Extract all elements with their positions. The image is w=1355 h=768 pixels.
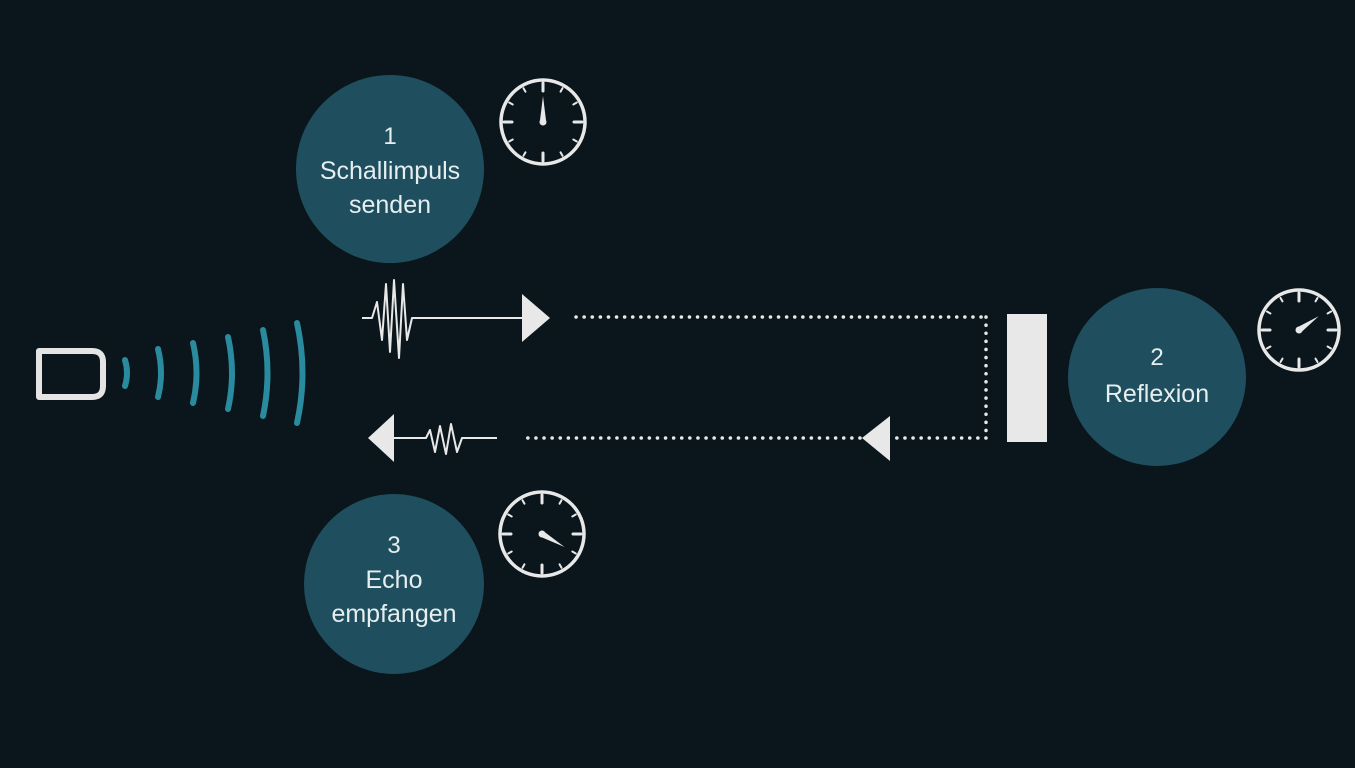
step-2-node: 2 Reflexion xyxy=(1068,288,1246,466)
stopwatch-icon xyxy=(1257,288,1341,372)
step-2-label: Reflexion xyxy=(1105,380,1209,408)
echo-pulse-icon xyxy=(394,423,497,455)
stopwatch-icon xyxy=(498,490,586,578)
reflector-icon xyxy=(1007,314,1047,442)
step-1-node: 1 Schallimpuls senden xyxy=(296,75,484,263)
sensor-icon xyxy=(36,348,106,400)
step-1-label-line-1: Schallimpuls xyxy=(320,157,460,185)
step-3-number: 3 xyxy=(387,532,400,559)
step-3-label-line-1: Echo xyxy=(366,566,423,594)
step-2-number: 2 xyxy=(1150,344,1163,371)
echo-arrowhead xyxy=(368,414,394,462)
return-arrowhead xyxy=(862,416,890,461)
step-3-label-line-2: empfangen xyxy=(331,600,456,628)
step-1-label-line-2: senden xyxy=(349,191,431,219)
stopwatch-icon xyxy=(499,78,587,166)
pulse-icon xyxy=(362,279,522,359)
outgoing-arrowhead xyxy=(522,294,550,342)
sound-wave-icon xyxy=(122,320,306,426)
step-3-node: 3 Echo empfangen xyxy=(304,494,484,674)
signal-path xyxy=(524,315,988,440)
step-1-number: 1 xyxy=(383,123,396,150)
